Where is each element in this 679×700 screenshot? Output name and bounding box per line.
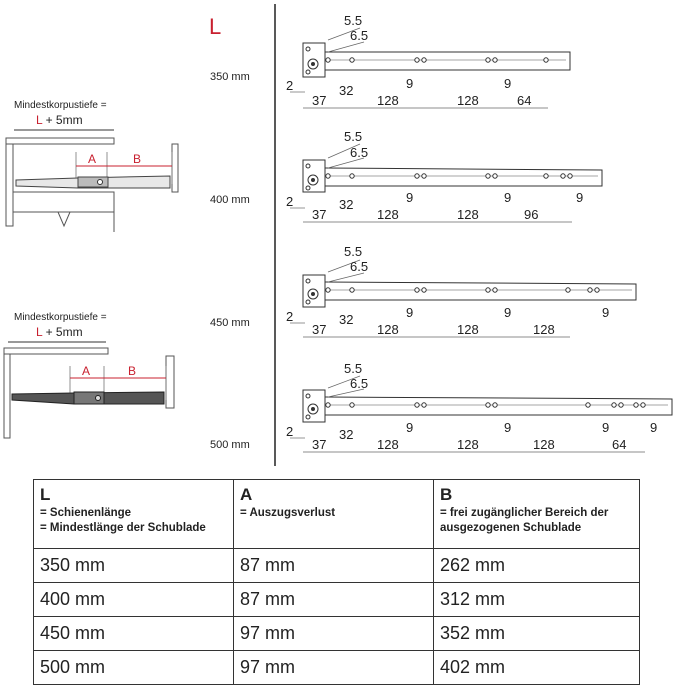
cell-l: 450 mm xyxy=(33,616,234,651)
dimension-value: 9 xyxy=(406,76,413,91)
header-a: A = Auszugsverlust xyxy=(232,479,434,549)
cell-b: 262 mm xyxy=(432,548,641,583)
dimension-value: 2 xyxy=(286,309,293,324)
dimension-value: 9 xyxy=(602,420,609,435)
dimension-value: 9 xyxy=(504,190,511,205)
rail-profile-350: 5.5 6.5 2 37 32 128 128 64 9 9 xyxy=(286,13,571,109)
min-depth-formula: L + 5mm xyxy=(36,325,83,339)
dimension-value: 128 xyxy=(377,93,399,108)
dimension-value: 128 xyxy=(533,437,555,452)
dimension-value: 6.5 xyxy=(350,376,368,391)
dimension-value: 9 xyxy=(406,190,413,205)
header-l: L = Schienenlänge = Mindestlänge der Sch… xyxy=(33,479,234,549)
cell-b: 312 mm xyxy=(432,582,641,617)
header-b: B = frei zugänglicher Bereich der ausgez… xyxy=(432,479,641,549)
cell-b: 352 mm xyxy=(432,616,641,651)
dimension-value: 2 xyxy=(286,194,293,209)
dimension-value: 9 xyxy=(504,305,511,320)
table-header-row: L = Schienenlänge = Mindestlänge der Sch… xyxy=(33,479,641,549)
min-depth-formula: L + 5mm xyxy=(36,113,83,127)
dimension-value: 128 xyxy=(457,93,479,108)
cell-a: 87 mm xyxy=(232,582,434,617)
dimension-value: 9 xyxy=(504,76,511,91)
dimension-value: 32 xyxy=(339,197,353,212)
dimension-value: 6.5 xyxy=(350,259,368,274)
dimension-value: 128 xyxy=(457,322,479,337)
dimension-value: 9 xyxy=(576,190,583,205)
dimension-value: 9 xyxy=(406,305,413,320)
cell-l: 400 mm xyxy=(33,582,234,617)
dimension-value: 128 xyxy=(377,322,399,337)
dim-a-label: A xyxy=(82,364,90,378)
rail-profile-400: 5.5 6.5 2 37 32 128 128 96 9 9 9 xyxy=(286,129,603,223)
dimension-value: 128 xyxy=(457,207,479,222)
length-label: 400 mm xyxy=(210,194,250,206)
drawer-rail-technical-drawing: L 350 mm 400 mm 450 mm 500 mm Mindestkor… xyxy=(3,4,673,466)
dimension-value: 32 xyxy=(339,312,353,327)
dimension-value: 128 xyxy=(533,322,555,337)
spec-table: L = Schienenlänge = Mindestlänge der Sch… xyxy=(33,479,641,685)
dimension-value: 37 xyxy=(312,322,326,337)
dimension-value: 64 xyxy=(612,437,626,452)
install-view-1: Mindestkorpustiefe = L + 5mm A B xyxy=(5,100,179,232)
dimension-value: 37 xyxy=(312,207,326,222)
dimension-value: 128 xyxy=(457,437,479,452)
cell-a: 87 mm xyxy=(232,548,434,583)
dimension-value: 9 xyxy=(650,420,657,435)
rail-profile-500: 5.5 6.5 2 37 32 128 128 128 64 9 9 9 9 xyxy=(286,361,673,453)
length-label: 500 mm xyxy=(210,439,250,451)
length-label: 450 mm xyxy=(210,317,250,329)
table-row: 400 mm 87 mm 312 mm xyxy=(33,582,641,617)
dimension-value: 37 xyxy=(312,93,326,108)
cell-a: 97 mm xyxy=(232,616,434,651)
dim-a-label: A xyxy=(88,152,96,166)
header-letter: L xyxy=(209,14,221,39)
dimension-value: 2 xyxy=(286,424,293,439)
rail-profile-450: 5.5 6.5 2 37 32 128 128 128 9 9 9 xyxy=(286,244,637,338)
dimension-value: 5.5 xyxy=(344,244,362,259)
dimension-value: 5.5 xyxy=(344,129,362,144)
dimension-value: 5.5 xyxy=(344,361,362,376)
min-depth-label: Mindestkorpustiefe = xyxy=(14,312,107,323)
cell-l: 500 mm xyxy=(33,650,234,685)
install-view-2: Mindestkorpustiefe = L + 5mm A B xyxy=(3,312,175,439)
cell-l: 350 mm xyxy=(33,548,234,583)
dimension-value: 6.5 xyxy=(350,145,368,160)
dim-b-label: B xyxy=(133,152,141,166)
dimension-value: 9 xyxy=(602,305,609,320)
min-depth-label: Mindestkorpustiefe = xyxy=(14,100,107,111)
length-label: 350 mm xyxy=(210,71,250,83)
dimension-value: 128 xyxy=(377,207,399,222)
table-row: 500 mm 97 mm 402 mm xyxy=(33,650,641,685)
dimension-value: 9 xyxy=(504,420,511,435)
dimension-value: 96 xyxy=(524,207,538,222)
cell-a: 97 mm xyxy=(232,650,434,685)
dim-b-label: B xyxy=(128,364,136,378)
table-row: 450 mm 97 mm 352 mm xyxy=(33,616,641,651)
dimension-value: 64 xyxy=(517,93,531,108)
dimension-value: 5.5 xyxy=(344,13,362,28)
dimension-value: 32 xyxy=(339,83,353,98)
dimension-value: 128 xyxy=(377,437,399,452)
dimension-value: 2 xyxy=(286,78,293,93)
table-row: 350 mm 87 mm 262 mm xyxy=(33,548,641,583)
dimension-value: 32 xyxy=(339,427,353,442)
dimension-value: 9 xyxy=(406,420,413,435)
cell-b: 402 mm xyxy=(432,650,641,685)
dimension-value: 37 xyxy=(312,437,326,452)
dimension-value: 6.5 xyxy=(350,28,368,43)
